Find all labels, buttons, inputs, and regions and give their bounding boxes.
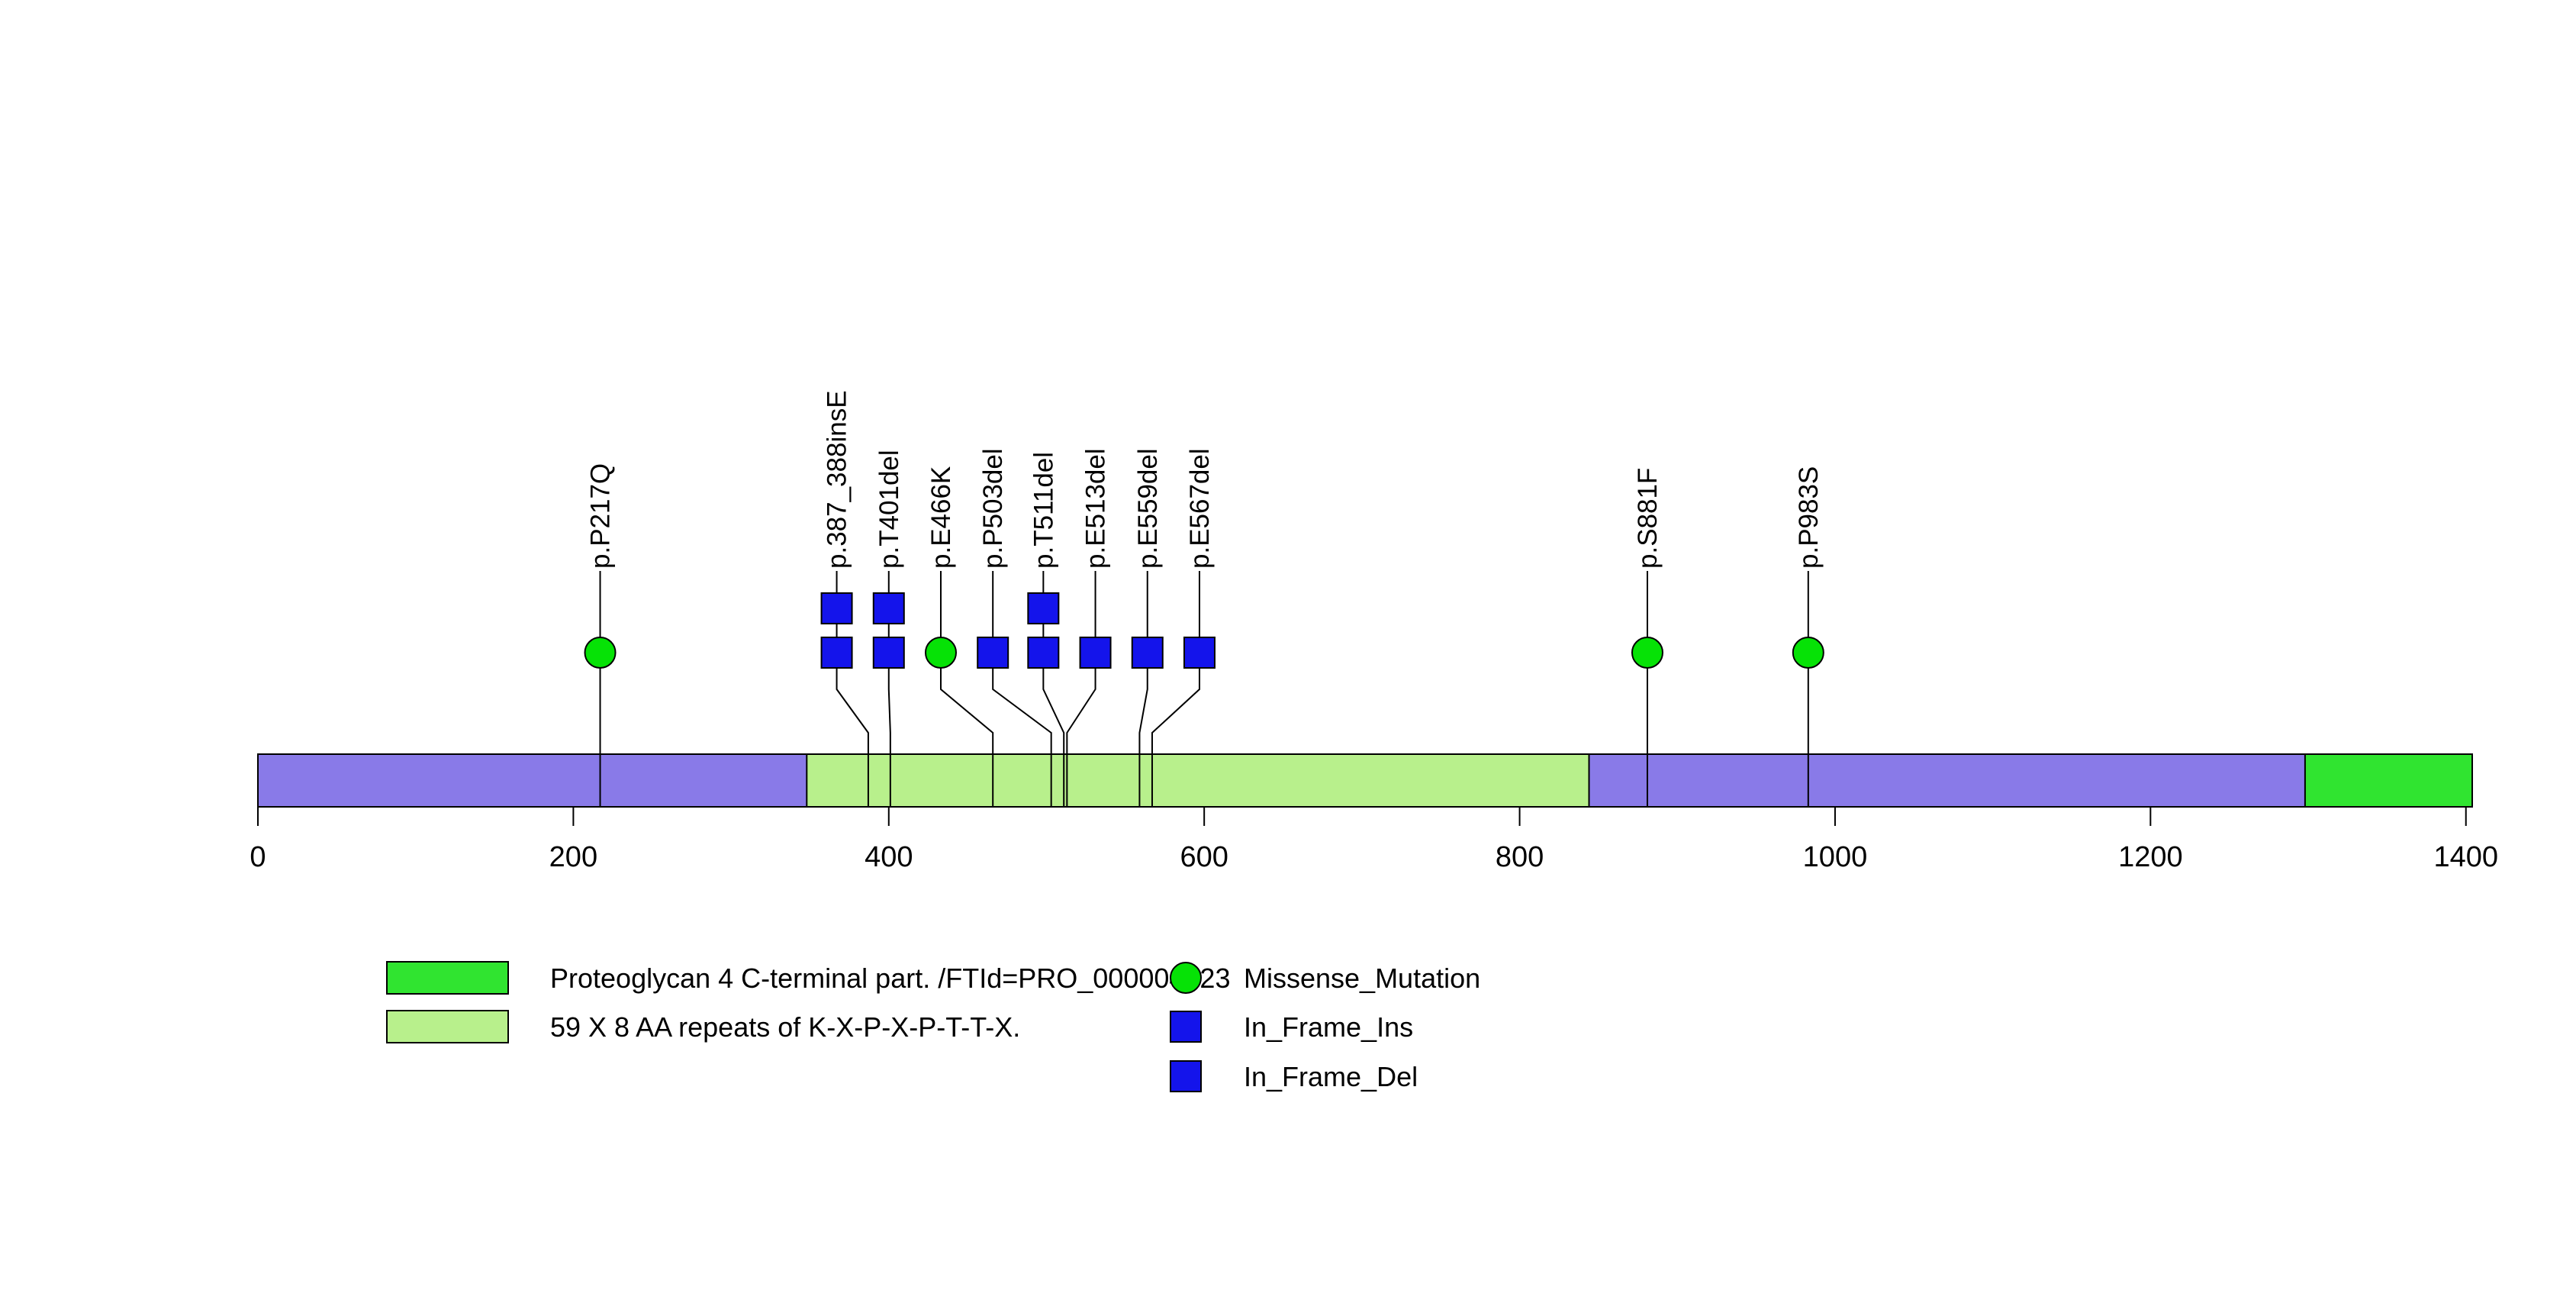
legend-mutation-marker-circle bbox=[1170, 962, 1202, 994]
axis-tick-label: 1000 bbox=[1803, 841, 1868, 873]
mutation-connector bbox=[939, 571, 994, 807]
mutation-marker-square bbox=[820, 592, 853, 624]
domain-outline-0 bbox=[806, 753, 1590, 808]
mutation-label: p.E513del bbox=[1081, 448, 1111, 569]
axis-tick-label: 0 bbox=[250, 841, 266, 873]
mutation-label: p.P503del bbox=[978, 448, 1008, 569]
mutation-marker-square bbox=[1027, 592, 1060, 624]
legend-domain-swatch bbox=[386, 961, 509, 995]
axis-tick-label: 200 bbox=[549, 841, 597, 873]
domain-region-1 bbox=[2304, 754, 2472, 807]
mutation-label: p.E567del bbox=[1185, 448, 1215, 569]
mutation-connector bbox=[887, 571, 891, 807]
mutation-marker-square bbox=[820, 637, 853, 669]
mutation-marker-circle bbox=[924, 637, 957, 669]
mutation-marker-circle bbox=[1631, 637, 1663, 669]
mutation-marker-square bbox=[1027, 637, 1060, 669]
domain-outline-1 bbox=[2304, 753, 2473, 808]
mutation-connector bbox=[836, 571, 869, 807]
mutation-marker-square bbox=[977, 637, 1009, 669]
axis-tick-label: 400 bbox=[865, 841, 913, 873]
mutation-connector bbox=[1066, 571, 1096, 807]
legend-mutation-marker-square bbox=[1170, 1060, 1202, 1092]
mutation-label: p.E559del bbox=[1133, 448, 1163, 569]
mutation-marker-square bbox=[1079, 637, 1112, 669]
legend-domain-label: Proteoglycan 4 C-terminal part. /FTId=PR… bbox=[550, 963, 1230, 994]
mutation-marker-circle bbox=[1792, 637, 1824, 669]
axis-tick-label: 800 bbox=[1496, 841, 1544, 873]
domain-region-0 bbox=[807, 754, 1589, 807]
mutation-connector bbox=[1151, 571, 1200, 807]
legend-mutation-label: In_Frame_Del bbox=[1244, 1061, 1418, 1092]
mutation-marker-square bbox=[1183, 637, 1216, 669]
axis-tick-label: 1400 bbox=[2433, 841, 2498, 873]
legend-domain-swatch bbox=[386, 1010, 509, 1043]
mutation-label: p.387_388insE bbox=[823, 390, 852, 569]
axis-tick-label: 600 bbox=[1180, 841, 1228, 873]
mutation-label: p.E466K bbox=[926, 466, 956, 569]
mutation-label: p.P983S bbox=[1794, 466, 1824, 569]
mutation-label: p.T401del bbox=[874, 450, 904, 569]
mutation-connector bbox=[1042, 571, 1065, 807]
legend-domain-label: 59 X 8 AA repeats of K-X-P-X-P-T-T-X. bbox=[550, 1011, 1020, 1043]
mutation-connector bbox=[1138, 571, 1148, 807]
mutation-connector bbox=[992, 571, 1052, 807]
mutation-marker-square bbox=[872, 592, 905, 624]
mutation-marker-square bbox=[872, 637, 905, 669]
legend-mutation-label: In_Frame_Ins bbox=[1244, 1011, 1413, 1043]
legend-mutation-label: Missense_Mutation bbox=[1244, 963, 1480, 994]
mutation-label: p.P217Q bbox=[586, 463, 616, 569]
legend-mutation-marker-square bbox=[1170, 1011, 1202, 1043]
mutation-label: p.S881F bbox=[1633, 468, 1663, 569]
mutation-label: p.T511del bbox=[1029, 452, 1058, 569]
mutation-marker-square bbox=[1131, 637, 1164, 669]
mutation-marker-circle bbox=[584, 637, 617, 669]
axis-tick-label: 1200 bbox=[2118, 841, 2183, 873]
